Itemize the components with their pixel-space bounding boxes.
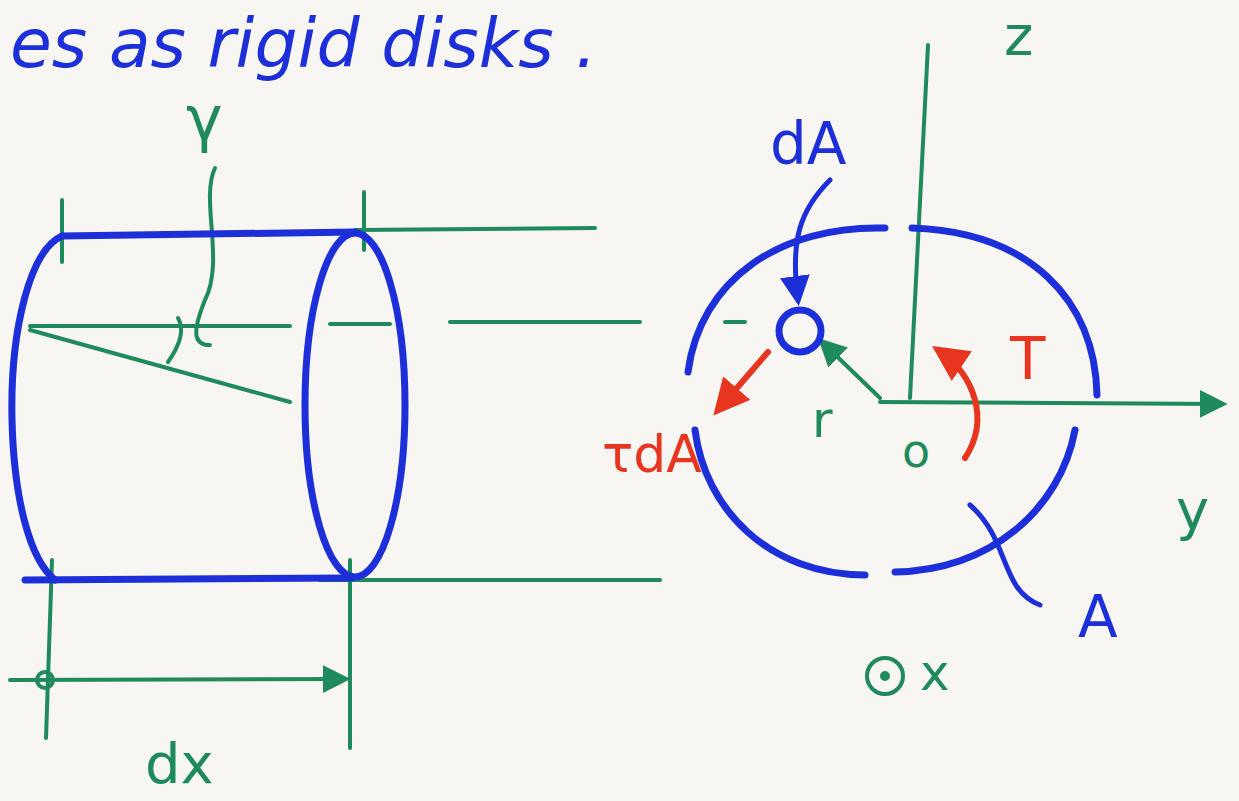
- area-label: A: [1078, 588, 1118, 646]
- axis-label: z: [1004, 8, 1033, 64]
- heading-note: es as rigid disks .: [10, 10, 597, 78]
- construction-lines: [10, 45, 1222, 748]
- dimension-origin: [37, 672, 53, 688]
- radius-label: r: [812, 395, 833, 445]
- strain-symbol: γ: [186, 88, 223, 150]
- dimension-label: dx: [145, 736, 214, 792]
- cross-section: [688, 180, 1097, 605]
- area-element-label: dA: [770, 115, 847, 173]
- shear-and-torque: [718, 350, 977, 458]
- origin-label: o: [902, 428, 930, 474]
- axis-label: x: [920, 648, 950, 698]
- shaft-element: [12, 232, 405, 580]
- torque-label: T: [1010, 330, 1045, 388]
- axis-label: y: [1176, 482, 1209, 538]
- shear-force-label: τdA: [602, 428, 702, 480]
